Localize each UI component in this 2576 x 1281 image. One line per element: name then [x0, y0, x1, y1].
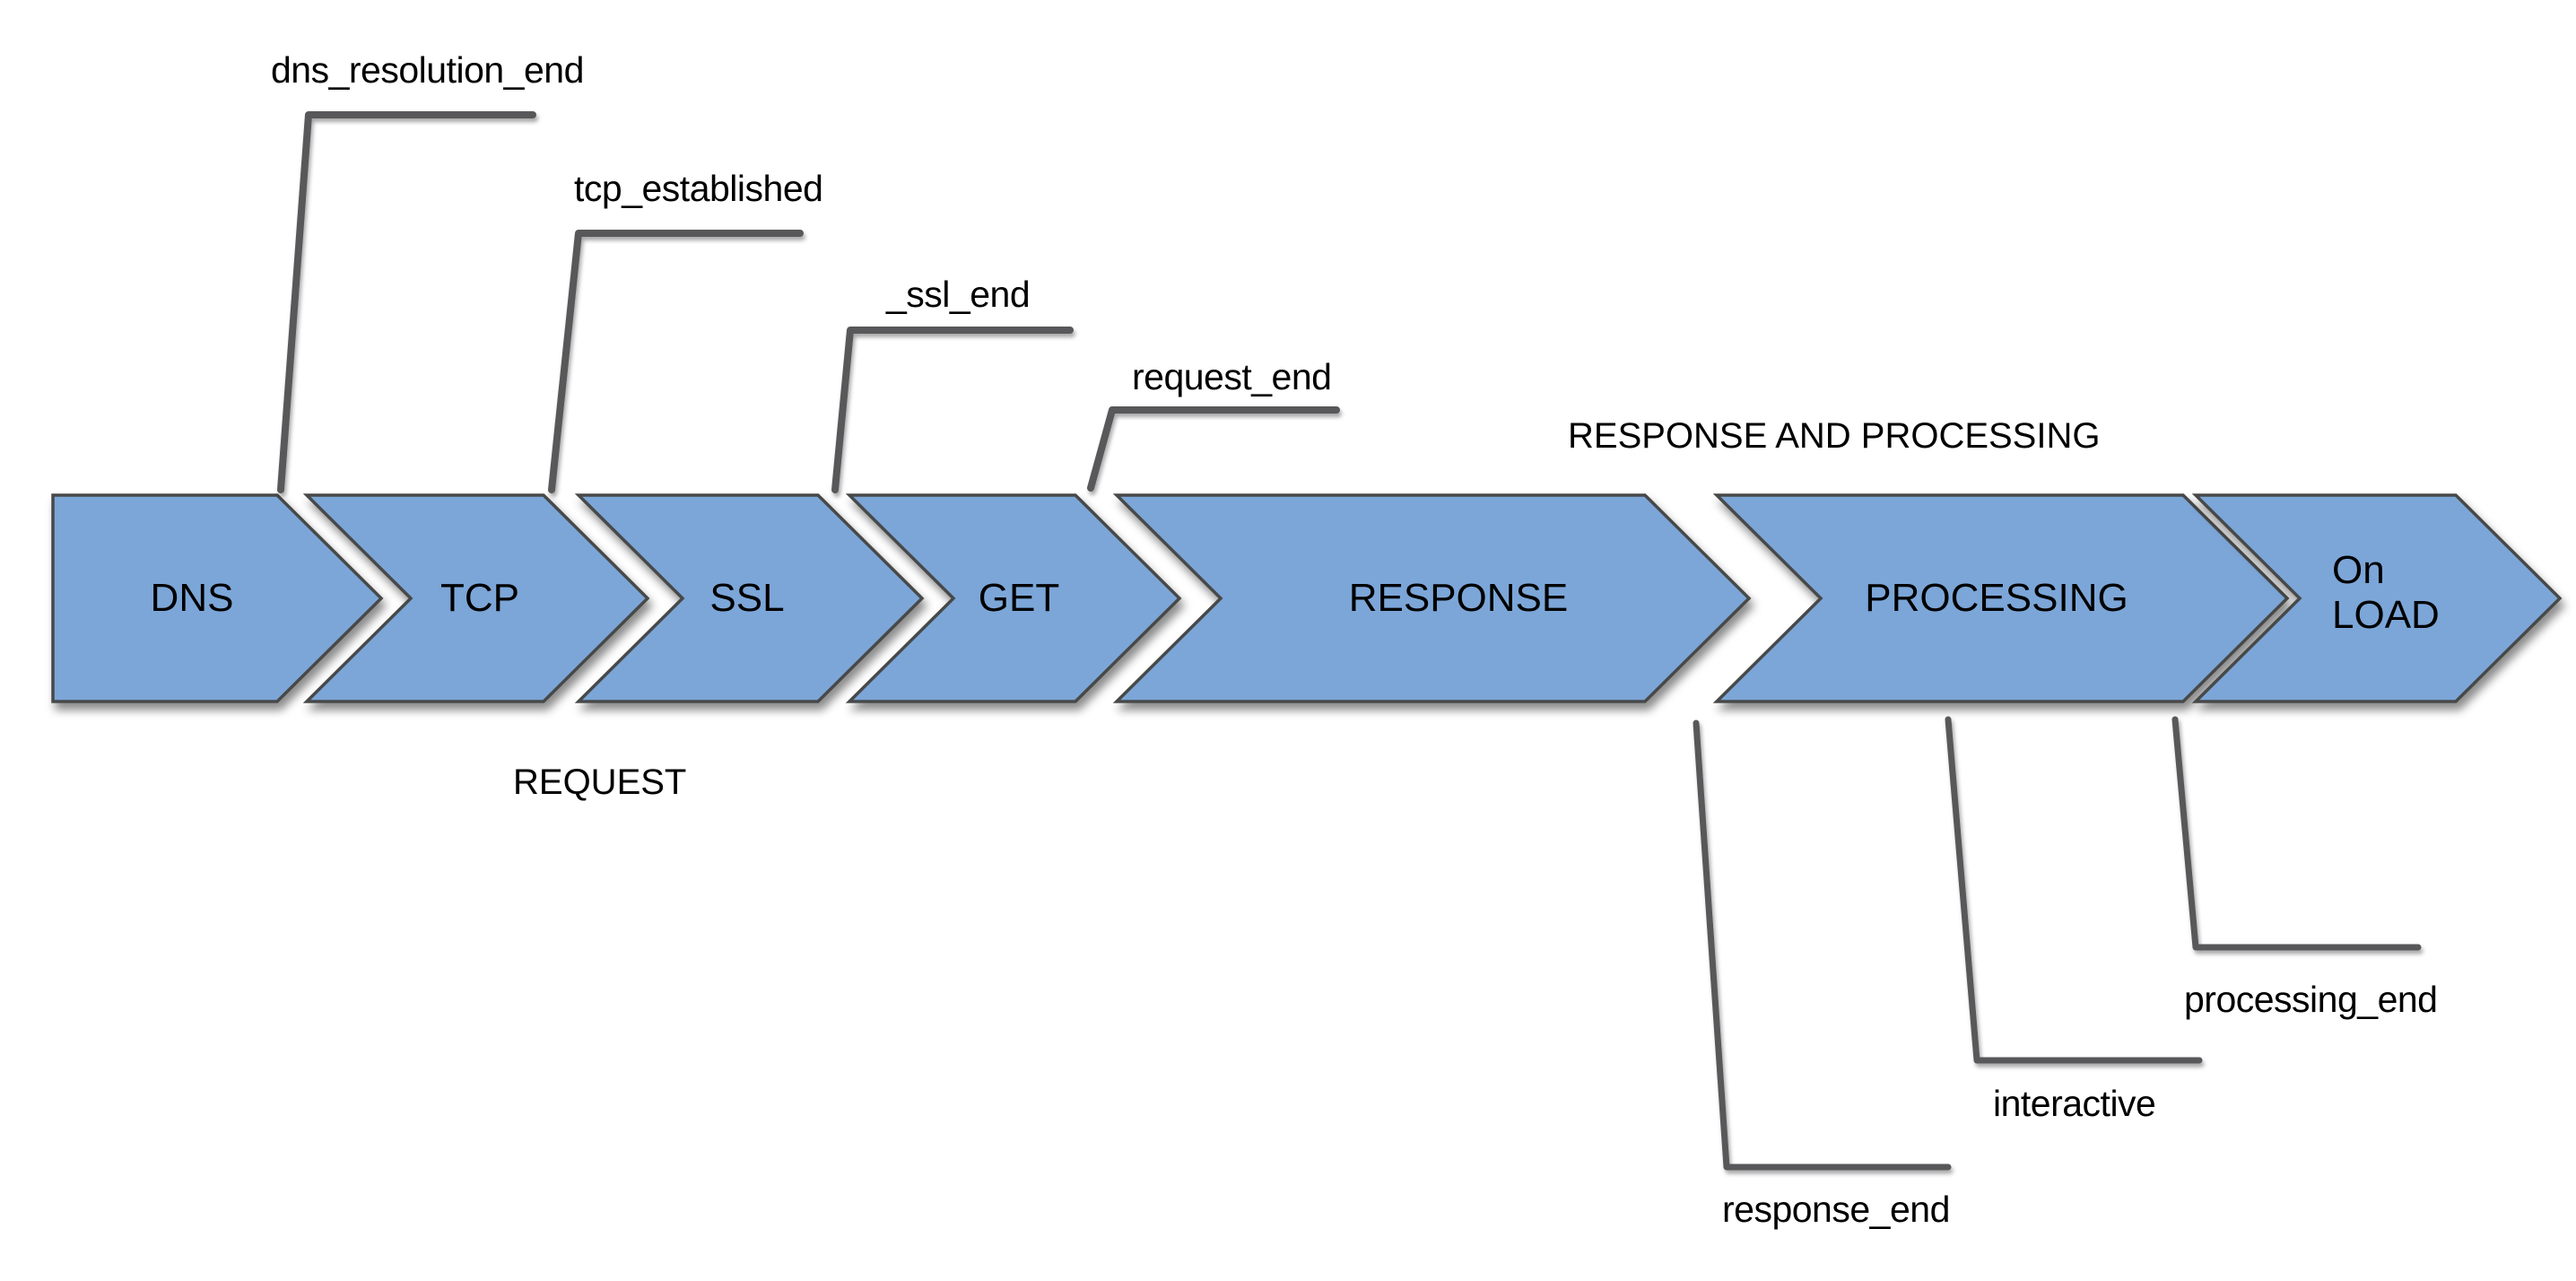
- stage-arrow-dns: [51, 493, 384, 703]
- milestone-label-response-end: response_end: [1722, 1189, 1950, 1230]
- stage-label-dns: DNS: [150, 576, 234, 620]
- callout-line-tcp-established: [548, 230, 804, 493]
- stage-label-on-load: On LOAD: [2332, 548, 2440, 638]
- phase-label-request: REQUEST: [513, 762, 687, 802]
- milestone-label-dns-resolution-end: dns_resolution_end: [271, 49, 584, 91]
- stage-arrow-ssl: [574, 493, 925, 703]
- callout-line-dns-resolution-end: [277, 111, 536, 493]
- callout-line-interactive: [1945, 716, 2203, 1064]
- milestone-label-request-end: request_end: [1132, 356, 1332, 397]
- milestone-label-ssl-end: _ssl_end: [886, 274, 1031, 315]
- stage-arrow-on-load: [2191, 493, 2563, 703]
- stage-label-tcp: TCP: [440, 576, 519, 620]
- stage-label-processing: PROCESSING: [1865, 576, 2128, 620]
- milestone-label-interactive: interactive: [1993, 1083, 2156, 1124]
- phase-label-response-and-processing: RESPONSE AND PROCESSING: [1568, 416, 2101, 456]
- stage-arrow-tcp: [302, 493, 650, 703]
- stage-label-response: RESPONSE: [1348, 576, 1569, 620]
- callout-line-response-end: [1693, 719, 1952, 1171]
- stage-arrow-response: [1112, 493, 1752, 703]
- milestone-label-tcp-established: tcp_established: [574, 168, 823, 209]
- stage-label-get: GET: [978, 576, 1060, 620]
- callout-line-processing-end: [2171, 716, 2422, 951]
- stage-label-on-load-line1: On: [2332, 548, 2385, 592]
- milestone-label-processing-end: processing_end: [2184, 979, 2438, 1020]
- callout-line-ssl-end: [831, 327, 1074, 493]
- callout-line-request-end: [1087, 406, 1340, 492]
- stage-label-ssl: SSL: [709, 576, 785, 620]
- stage-arrow-processing: [1712, 493, 2290, 703]
- stage-label-on-load-line2: LOAD: [2332, 593, 2440, 637]
- stage-arrow-get: [845, 493, 1182, 703]
